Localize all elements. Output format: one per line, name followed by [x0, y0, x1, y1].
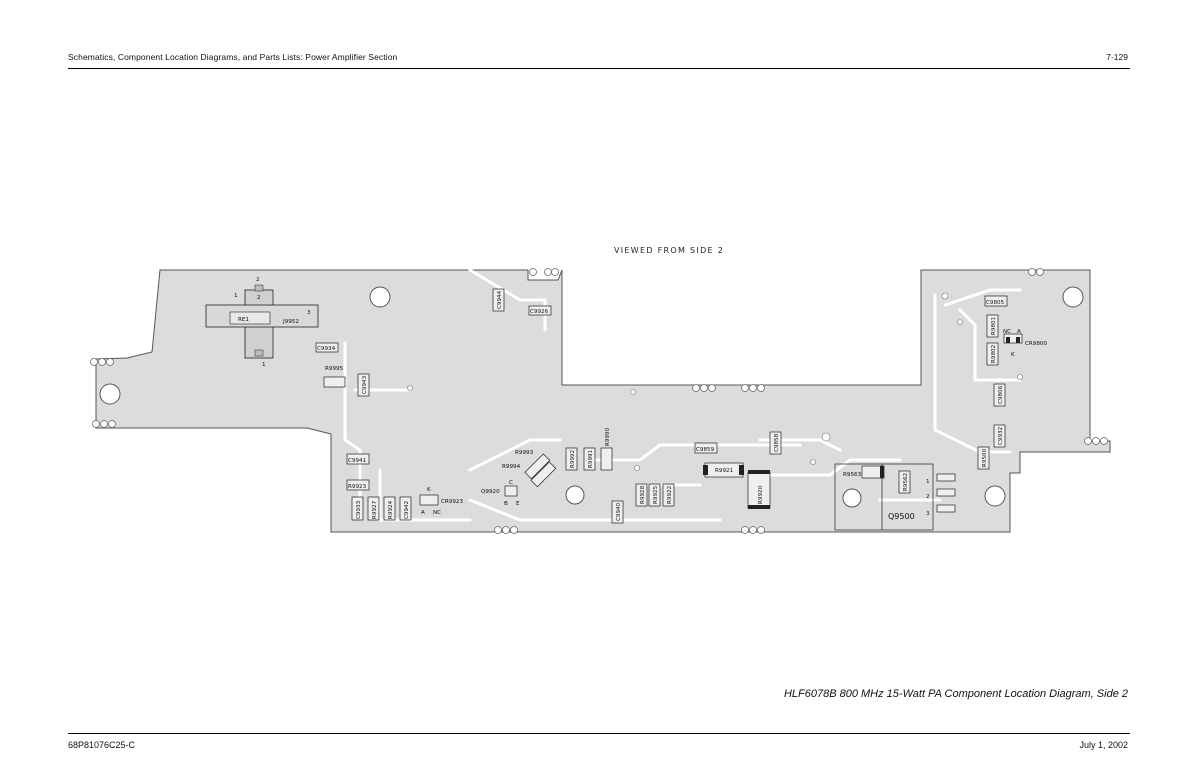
pin-b-q9920: B: [504, 501, 508, 507]
footer-rule: [68, 733, 1130, 734]
view-label: VIEWED FROM SIDE 2: [614, 246, 725, 255]
pin-e-q9920: E: [516, 501, 520, 507]
pin-2: 2: [256, 277, 260, 283]
pin-a-cr9800: A: [1017, 329, 1021, 335]
label-r9922: R9922: [667, 486, 673, 504]
label-r9801: R9801: [991, 316, 997, 335]
label-r9924: R9924: [388, 500, 394, 519]
label-r9802: R9802: [991, 345, 997, 363]
label-r9563: R9563: [843, 472, 862, 478]
label-r9925: R9925: [653, 485, 659, 504]
label-c9859: C9859: [696, 447, 715, 453]
pin-k-cr9800: K: [1011, 352, 1015, 358]
pin-a-cr9923: A: [421, 510, 425, 516]
label-r9993: R9993: [515, 450, 534, 456]
pin-1b: 1: [262, 362, 266, 368]
label-cr9923: CR9923: [441, 499, 463, 505]
label-r9923: R9923: [348, 484, 367, 490]
label-c9806: C9806: [998, 385, 1004, 404]
label-r9921: R9921: [715, 468, 734, 474]
label-r9920: R9920: [758, 485, 764, 504]
pin-1-q9500: 1: [926, 479, 930, 485]
pin-nc-cr9923: NC: [433, 510, 441, 516]
pin-3-q9500: 3: [926, 511, 930, 517]
label-c9933: C9933: [356, 500, 362, 519]
component-pads-right: [977, 295, 1023, 470]
label-r9562: R9562: [903, 473, 909, 491]
header-title: Schematics, Component Location Diagrams,…: [68, 52, 398, 62]
label-c9943: C9943: [362, 375, 368, 394]
label-r9991: R9991: [588, 449, 594, 468]
label-c9940: C9940: [616, 502, 622, 521]
doc-date: July 1, 2002: [1079, 740, 1128, 750]
label-c9932: C9932: [998, 427, 1004, 445]
label-q9920: Q9920: [481, 489, 500, 495]
pin-k-cr9923: K: [427, 487, 431, 493]
edge-notches: [90, 268, 1108, 534]
label-re1: RE1: [238, 317, 249, 323]
label-c9926: C9926: [530, 309, 549, 315]
re1-j9952-assembly: RE1 J9952 2 1 3 1 2: [205, 277, 319, 368]
label-r9990: R9990: [605, 427, 611, 446]
label-c9942: C9942: [404, 501, 410, 519]
mounting-holes: [99, 286, 1084, 508]
label-r9995: R9995: [325, 366, 344, 372]
diagram-caption: HLF6078B 800 MHz 15-Watt PA Component Lo…: [783, 688, 1128, 700]
label-c9941: C9941: [348, 458, 367, 464]
pin-2b: 2: [257, 295, 261, 301]
label-r9992: R9992: [570, 450, 576, 468]
label-c9858: C9858: [774, 433, 780, 452]
header-rule: [68, 68, 1130, 69]
pin-3: 3: [307, 310, 311, 316]
component-pads-left: [315, 288, 552, 521]
label-c9934: C9934: [317, 346, 336, 352]
doc-number: 68P81076C25-C: [68, 740, 136, 750]
label-c9805: C9805: [986, 300, 1005, 306]
q9920-group: [504, 453, 557, 497]
label-c9944: C9944: [497, 290, 503, 309]
label-r9994: R9994: [502, 464, 521, 470]
pin-nc-cr9800: NC: [1003, 329, 1011, 335]
pcb-outline: [95, 269, 1111, 533]
label-r9500: R9500: [982, 448, 988, 467]
vias: [407, 292, 1023, 471]
label-j9952: J9952: [282, 319, 299, 325]
label-r9927: R9927: [372, 500, 378, 519]
page-number: 7-129: [1106, 52, 1128, 62]
label-q9500: Q9500: [888, 512, 915, 521]
label-r9928: R9928: [640, 485, 646, 504]
component-pads-center: [565, 431, 782, 524]
pin-c-q9920: C: [509, 480, 513, 486]
label-cr9800: CR9800: [1025, 341, 1047, 347]
pin-2-q9500: 2: [926, 494, 930, 500]
pin-1: 1: [234, 293, 238, 299]
